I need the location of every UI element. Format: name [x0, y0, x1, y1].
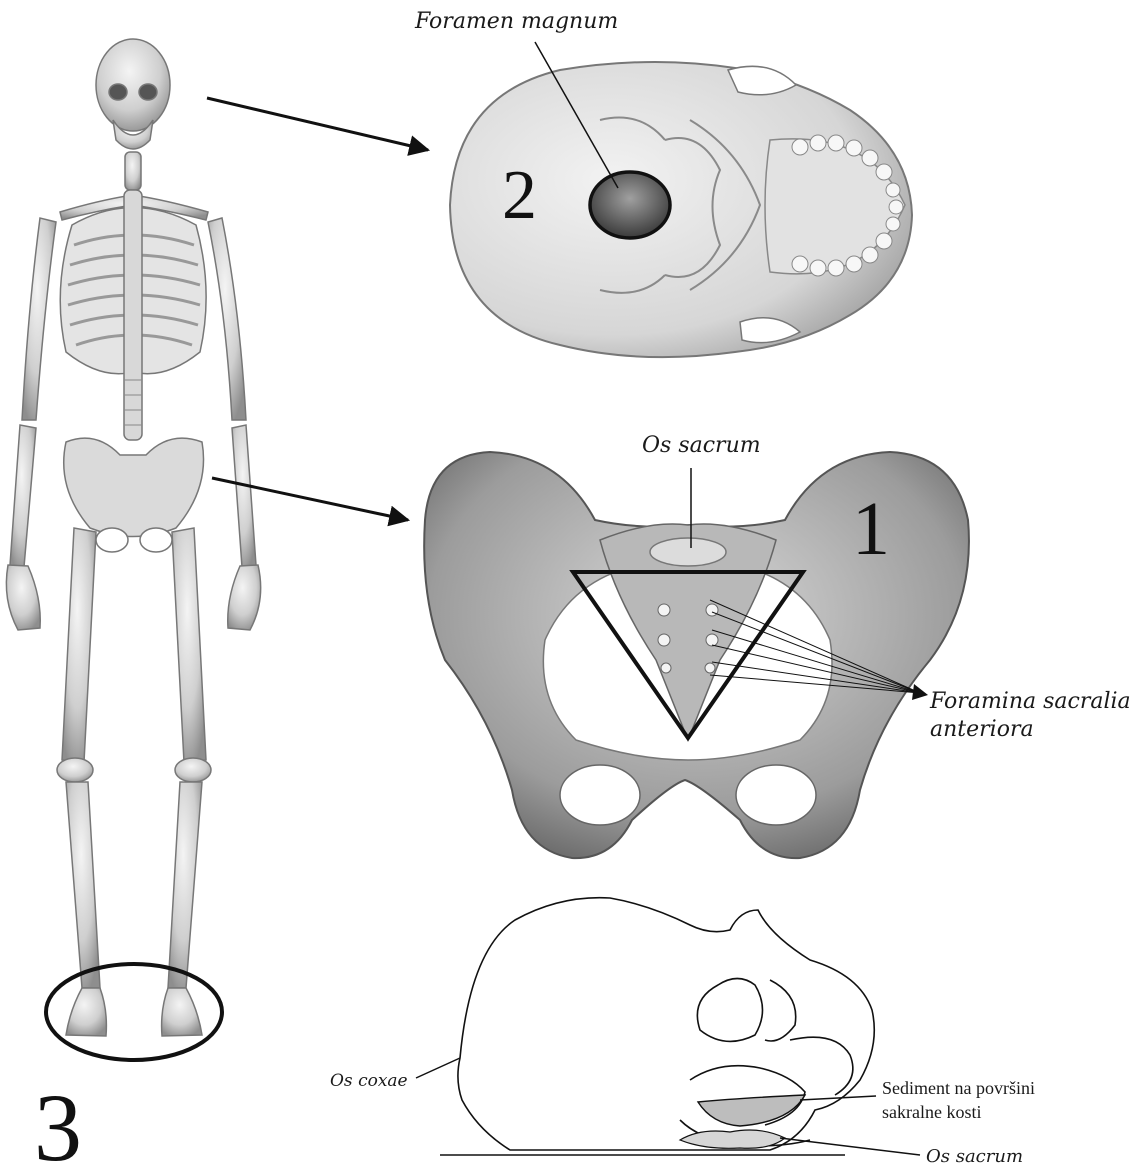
os-sacrum-top-label: Os sacrum: [642, 433, 761, 458]
os-coxae-pointer: [416, 1058, 460, 1078]
sediment-area: [698, 1095, 805, 1126]
foramina-arrowhead: [912, 684, 928, 700]
foramina-label-line1: Foramina sacralia: [929, 689, 1131, 714]
sediment-pointer: [800, 1096, 876, 1100]
foramen-magnum-hole: [590, 172, 670, 238]
os-sacrum-bottom-pointer: [780, 1138, 920, 1155]
foramen-magnum-label: Foramen magnum: [414, 9, 618, 34]
arrow-to-skull: [207, 98, 428, 150]
os-coxae-label: Os coxae: [330, 1071, 408, 1091]
os-sacrum-bottom-label: Os sacrum: [926, 1146, 1023, 1166]
foramina-label-line2: anteriora: [930, 717, 1034, 742]
sacrum-sediment-rough: [680, 1130, 785, 1148]
skull-number: 2: [502, 157, 537, 234]
skeleton-illustration: [6, 39, 260, 1036]
sediment-label-line2: sakralne kosti: [882, 1102, 981, 1122]
os-coxae-line-drawing: [440, 898, 874, 1155]
sediment-label-line1: Sediment na površini: [882, 1078, 1035, 1098]
skeleton-number: 3: [34, 1074, 82, 1166]
pelvis-number: 1: [852, 487, 890, 571]
